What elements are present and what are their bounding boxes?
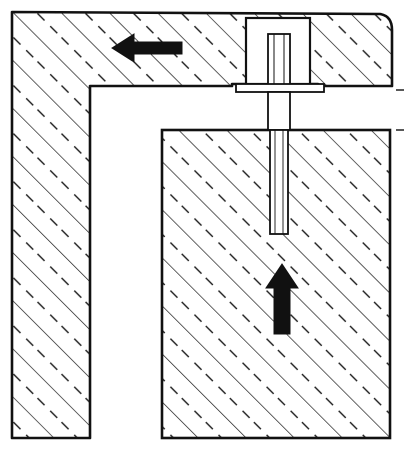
arrow-up-icon: [265, 263, 299, 335]
bolt-shank-upper: [267, 91, 291, 131]
upper-block-body: [10, 10, 394, 440]
arrow-left-icon: [111, 33, 183, 63]
bolt-pin: [235, 33, 325, 235]
bolt-shank-lower: [269, 129, 289, 235]
reference-marks: [396, 89, 404, 131]
upper-l-shaped-block: [10, 10, 394, 440]
bolt-washer: [235, 83, 325, 93]
bolt-head: [267, 33, 291, 87]
